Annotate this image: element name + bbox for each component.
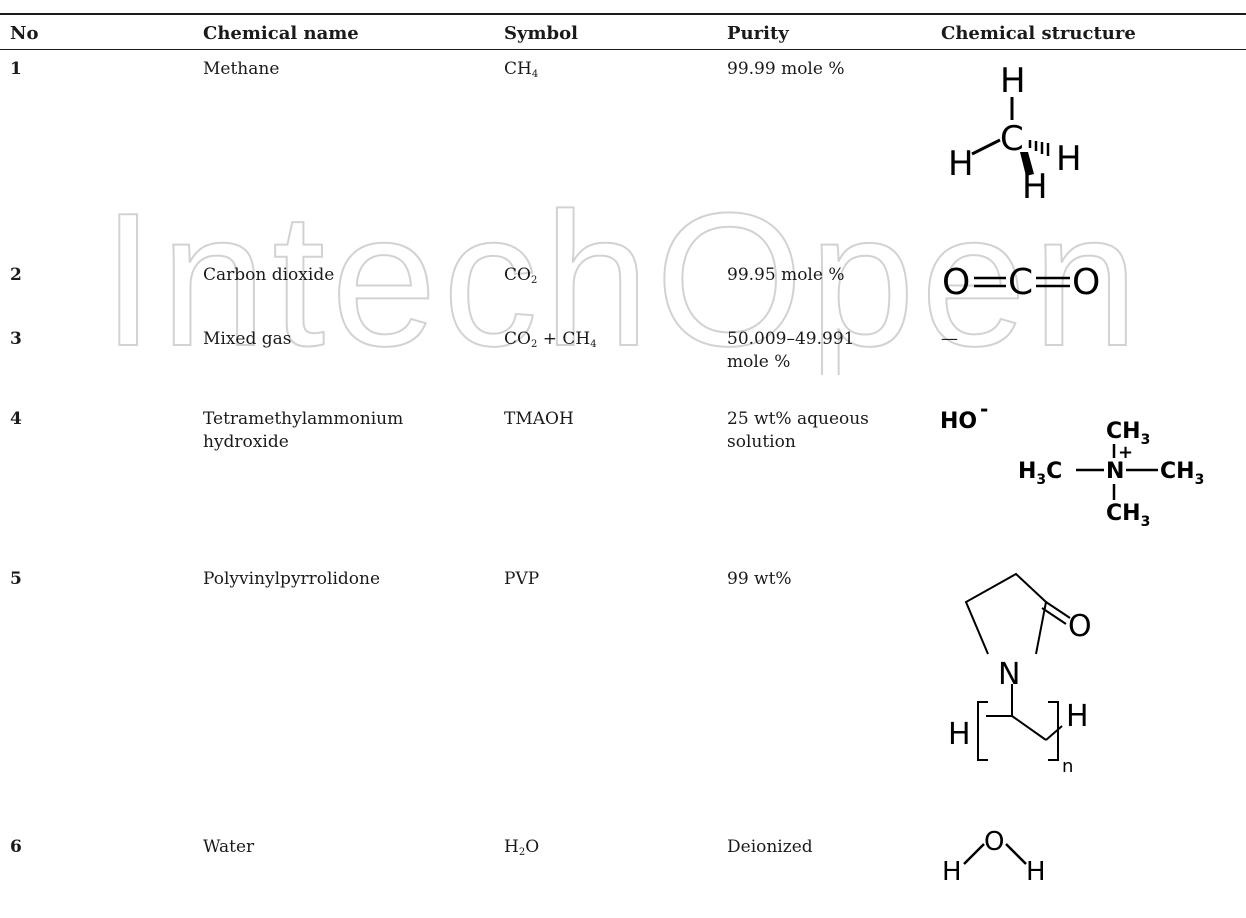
row-chemical-name: Methane	[203, 59, 280, 79]
table-top-rule	[0, 13, 1246, 15]
symbol-subscript: 2	[530, 275, 538, 286]
row-purity: 99.99 mole %	[727, 59, 845, 79]
pvp-structure: N O H H n	[948, 572, 1092, 777]
atom-h: H	[1022, 167, 1048, 202]
row-no: 4	[10, 409, 22, 429]
row-no: 6	[10, 837, 22, 857]
purity-line: 25 wt% aqueous	[727, 409, 869, 429]
row-no: 1	[10, 59, 22, 79]
atom-h: H	[942, 857, 962, 886]
purity-line: solution	[727, 432, 796, 452]
charge-plus: +	[1118, 442, 1133, 463]
row-purity: 25 wt% aqueous solution	[727, 408, 917, 454]
group-ch3-bottom: CH3	[1106, 501, 1150, 530]
row-symbol: H2O	[504, 836, 704, 859]
atom-o: O	[984, 827, 1004, 857]
symbol-join: +	[537, 329, 563, 349]
symbol-subscript: 2	[518, 847, 526, 858]
symbol-subscript: 2	[530, 339, 538, 350]
header-purity: Purity	[727, 23, 789, 44]
repeat-n: n	[1062, 756, 1073, 777]
row-purity: 50.009–49.991 mole %	[727, 328, 917, 374]
water-structure: O H H	[942, 827, 1046, 886]
row-no: 2	[10, 265, 22, 285]
group-ch3-top: CH3	[1106, 419, 1150, 448]
row-purity: 99 wt%	[727, 569, 792, 589]
row-purity: Deionized	[727, 837, 813, 857]
symbol-part: CO	[504, 329, 531, 349]
group-ch3-right: CH3	[1160, 459, 1204, 488]
header-chemical-name: Chemical name	[203, 23, 359, 44]
symbol-part: CH	[562, 329, 591, 349]
charge-minus: -	[980, 397, 988, 421]
row-chemical-name: Carbon dioxide	[203, 265, 335, 285]
atom-o: O	[1068, 609, 1092, 644]
atom-h: H	[948, 717, 971, 752]
row-purity: 99.95 mole %	[727, 265, 845, 285]
row-chemical-name: Mixed gas	[203, 329, 292, 349]
atom-h: H	[1026, 857, 1046, 886]
symbol-subscript: 4	[531, 69, 539, 80]
row-no: 5	[10, 569, 22, 589]
row-symbol: CH4	[504, 58, 704, 81]
table-header-rule	[0, 49, 1246, 50]
atom-o: O	[1072, 262, 1100, 303]
purity-line: mole %	[727, 352, 791, 372]
atom-c: C	[1008, 262, 1033, 303]
ion-ho: HO	[940, 409, 977, 434]
row-structure: —	[941, 329, 958, 349]
row-symbol: TMAOH	[504, 409, 574, 429]
symbol-part: CO	[504, 265, 531, 285]
symbol-part: CH	[504, 59, 532, 79]
row-chemical-name: Polyvinylpyrrolidone	[203, 569, 381, 589]
atom-h: H	[1000, 61, 1026, 101]
purity-line: 50.009–49.991	[727, 329, 855, 349]
atom-c: C	[1000, 119, 1024, 159]
row-no: 3	[10, 329, 22, 349]
tmaoh-structure: HO - CH3 H3C N + CH3 CH3	[940, 397, 1204, 530]
name-line: hydroxide	[203, 432, 289, 452]
row-symbol: CO2 + CH4	[504, 328, 704, 351]
symbol-subscript: 4	[590, 339, 597, 350]
header-chemical-structure: Chemical structure	[941, 23, 1136, 44]
atom-n: N	[998, 657, 1020, 692]
atom-o: O	[942, 262, 970, 303]
atom-n: N	[1106, 459, 1124, 484]
group-h3c: H3C	[1018, 459, 1062, 488]
atom-h: H	[1056, 139, 1082, 179]
atom-h: H	[1066, 699, 1089, 734]
header-no: No	[10, 23, 39, 44]
symbol-part: H	[504, 837, 519, 857]
atom-h: H	[948, 144, 974, 184]
header-symbol: Symbol	[504, 23, 578, 44]
methane-structure: H C H H H	[948, 61, 1082, 202]
name-line: Tetramethylammonium	[203, 409, 404, 429]
symbol-part: O	[525, 837, 540, 857]
row-chemical-name: Water	[203, 837, 255, 857]
row-symbol: PVP	[504, 569, 540, 589]
co2-structure: O C O	[942, 262, 1100, 303]
row-symbol: CO2	[504, 264, 704, 287]
row-chemical-name: Tetramethylammonium hydroxide	[203, 408, 463, 454]
